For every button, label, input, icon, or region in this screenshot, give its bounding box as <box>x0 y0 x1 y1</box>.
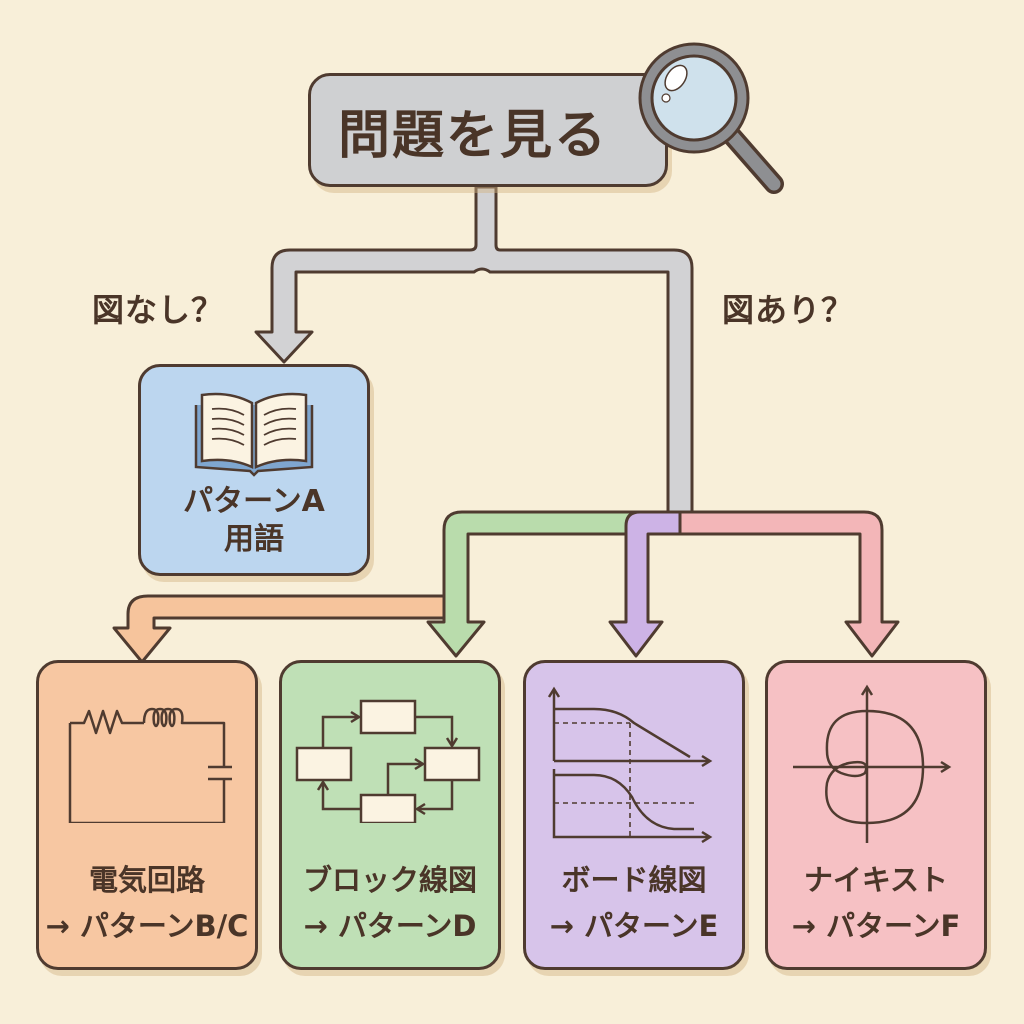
block-diagram-title: ブロック線図 <box>302 863 477 897</box>
nyquist-plot-icon <box>791 683 961 857</box>
connector-trunk <box>254 185 694 514</box>
connector-nyquist <box>678 510 900 658</box>
start-title: 問題を見る <box>337 105 608 166</box>
circuit-node: 電気回路 → パターンB/C <box>36 660 258 970</box>
nyquist-node: ナイキスト → パターンF <box>765 660 987 970</box>
start-node: 問題を見る <box>308 73 668 187</box>
block-diagram-node: ブロック線図 → パターンD <box>279 660 501 970</box>
nyquist-title: ナイキスト <box>803 863 949 897</box>
magnifying-glass-icon <box>638 42 784 194</box>
circuit-title: 電気回路 <box>88 863 205 897</box>
nyquist-pattern: → パターンF <box>791 909 961 943</box>
bode-plot-icon <box>544 683 724 847</box>
bode-plot-pattern: → パターンE <box>549 909 719 943</box>
pattern-a-title: パターンA <box>183 484 325 519</box>
block-diagram-pattern: → パターンD <box>303 909 477 943</box>
open-book-icon <box>190 389 318 483</box>
rlc-circuit-icon <box>62 683 240 827</box>
bode-plot-title: ボード線図 <box>561 863 707 897</box>
circuit-pattern: → パターンB/C <box>45 909 249 943</box>
pattern-a-subtitle: 用語 <box>224 522 284 557</box>
block-diagram-icon <box>295 683 485 827</box>
bode-plot-node: ボード線図 → パターンE <box>523 660 745 970</box>
branch-label-no-figure: 図なし？ <box>92 291 225 329</box>
branch-label-has-figure: 図あり？ <box>722 291 855 329</box>
connector-circuit <box>112 594 446 664</box>
pattern-a-node: パターンA 用語 <box>138 364 370 576</box>
connector-bode <box>608 510 682 658</box>
